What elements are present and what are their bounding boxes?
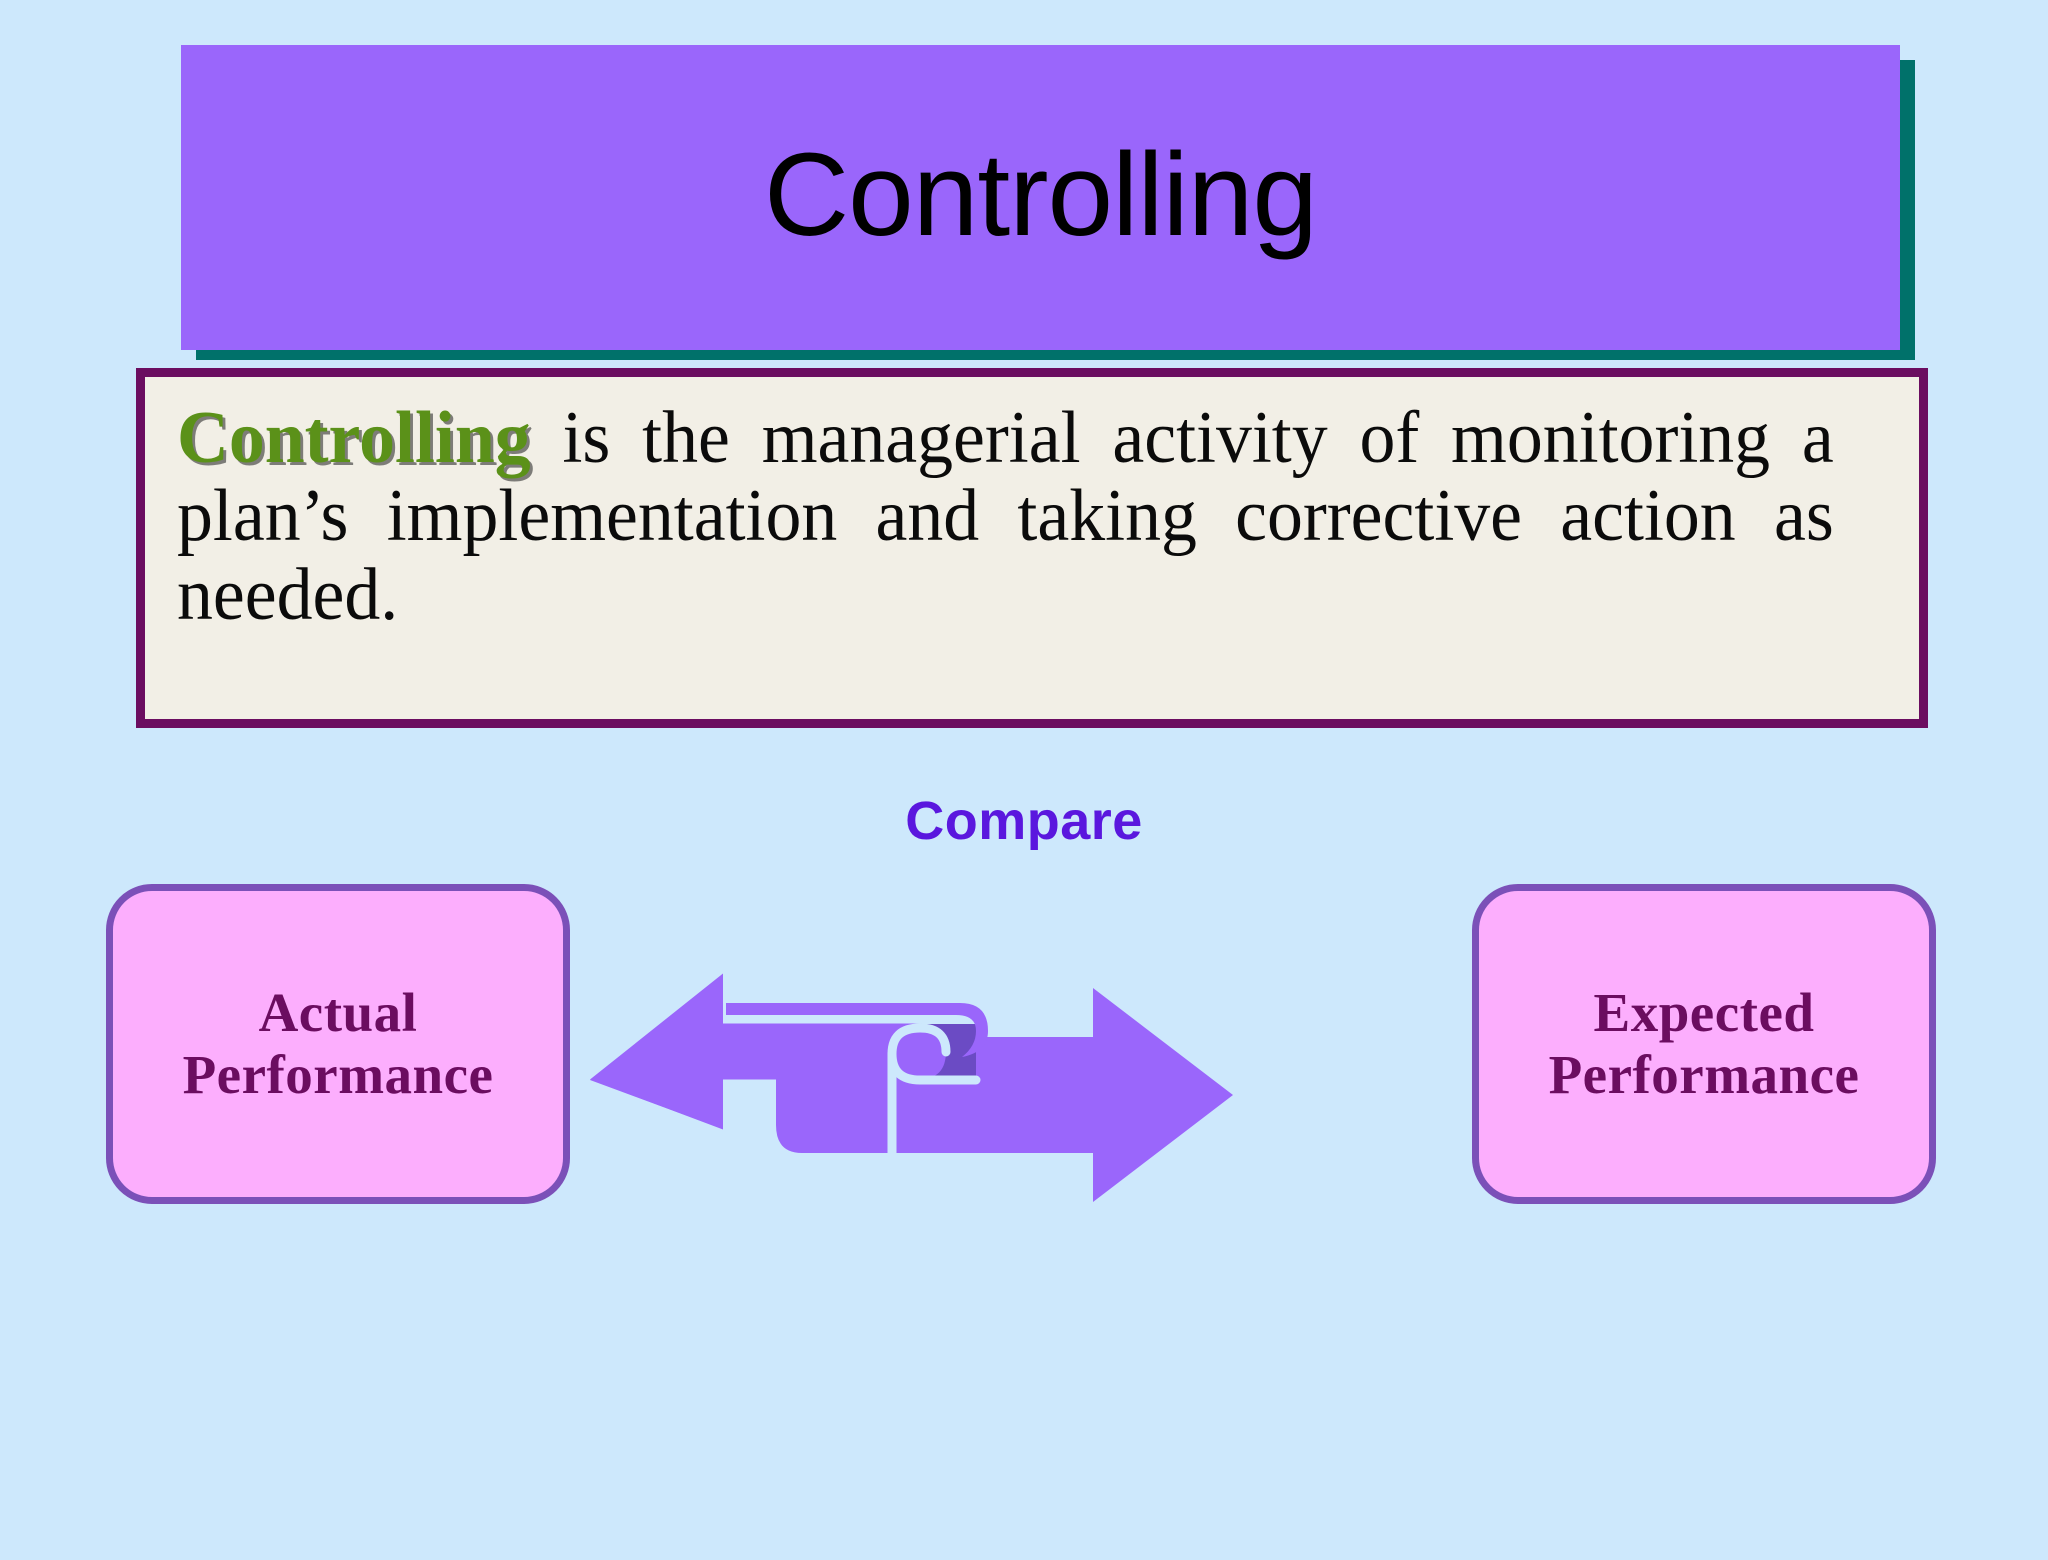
title-banner <box>181 45 1900 350</box>
expected-performance-line2: Performance <box>1548 1044 1860 1105</box>
actual-performance-line1: Actual <box>258 981 418 1043</box>
actual-performance-box: Actual Performance <box>106 884 570 1204</box>
compare-label: Compare <box>905 791 1143 851</box>
actual-performance-line2: Performance <box>182 1044 494 1105</box>
left-arrow-body-overlay <box>590 974 946 1129</box>
double-arrow-svg <box>590 973 1233 1202</box>
expected-performance-line1: Expected <box>1593 981 1815 1043</box>
actual-performance-text: Actual Performance <box>183 982 494 1106</box>
definition-body-text: is the managerial activity of monitoring… <box>177 397 1834 636</box>
definition-box: Controlling is the managerial activity o… <box>136 368 1928 728</box>
expected-performance-box: Expected Performance <box>1472 884 1936 1204</box>
ribbon-seam <box>887 1023 981 1085</box>
expected-performance-text: Expected Performance <box>1549 982 1860 1106</box>
definition-keyword: Controlling <box>177 397 531 479</box>
ribbon-curl-face <box>726 1003 988 1057</box>
page-title: Controlling <box>763 128 1318 261</box>
compare-double-arrow <box>590 900 1420 1240</box>
right-arrow-icon <box>776 988 1233 1202</box>
definition-paragraph: Controlling is the managerial activity o… <box>177 399 1834 713</box>
